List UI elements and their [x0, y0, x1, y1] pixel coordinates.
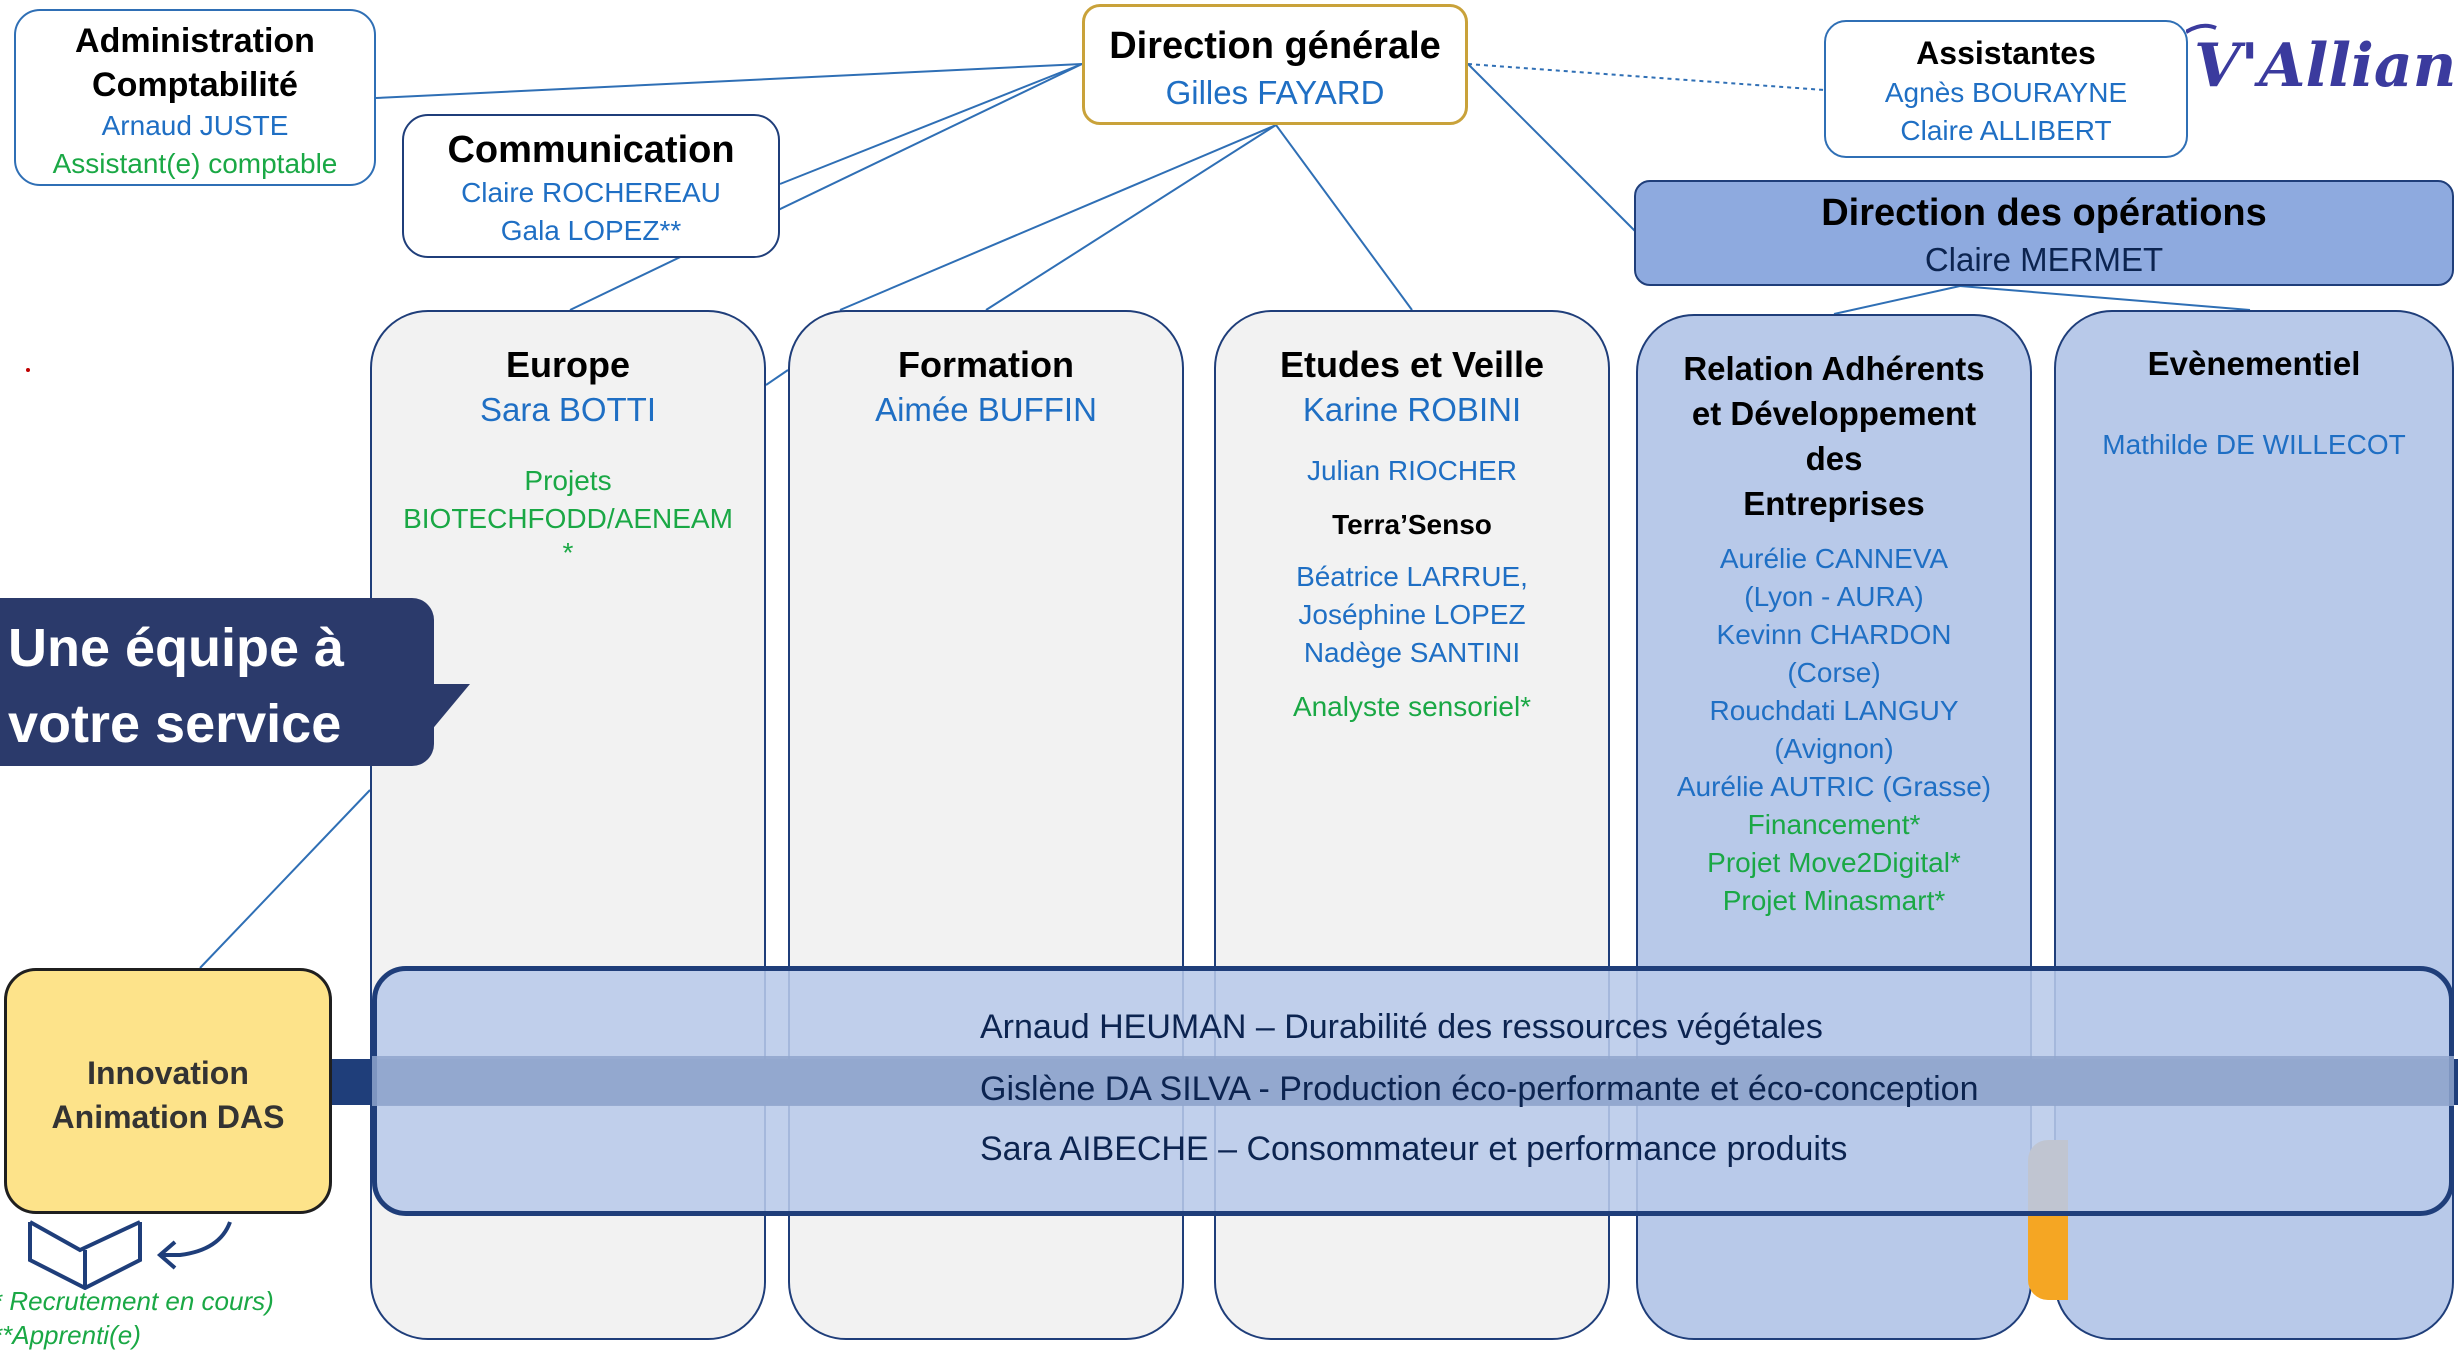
band-line-3: Sara AIBECHE – Consommateur et performan…: [980, 1130, 1848, 1168]
relation-member-3: Kevinn CHARDON: [1716, 619, 1952, 650]
admin-title-1: Administration: [75, 22, 315, 60]
communication-box: Communication Claire ROCHEREAU Gala LOPE…: [402, 114, 780, 258]
direction-generale-box: Direction générale Gilles FAYARD: [1082, 4, 1468, 125]
innovation-box: Innovation Animation DAS: [4, 968, 332, 1214]
legend-line-1: * Recrutement en cours): [0, 1286, 274, 1316]
innovation-line-1: Innovation: [87, 1055, 249, 1091]
relation-title-3: des: [1805, 440, 1863, 477]
link-dops-event: [1959, 285, 2251, 311]
callout-text: Une équipe à votre service: [8, 610, 438, 762]
relation-title-4: Entreprises: [1743, 485, 1925, 522]
formation-lead: Aimée BUFFIN: [875, 391, 1097, 428]
direction-operations-title: Direction des opérations: [1821, 192, 2267, 234]
relation-title-2: et Développement: [1691, 395, 1977, 432]
relation-member-6: (Avignon): [1774, 733, 1894, 764]
admin-box: Administration Comptabilité Arnaud JUSTE…: [14, 9, 376, 186]
das-band-highlight: [372, 1056, 2454, 1106]
link-dg-admin: [375, 63, 1083, 99]
europe-item-1: Projets: [524, 465, 612, 496]
europe-title: Europe: [505, 344, 630, 385]
assistantes-member-2: Claire ALLIBERT: [1900, 115, 2112, 146]
link-innovation: [199, 789, 371, 969]
assistantes-member-1: Agnès BOURAYNE: [1884, 77, 2128, 108]
etudes-sub-member-1: Béatrice LARRUE,: [1296, 561, 1528, 592]
link-dg-dops: [1467, 63, 1637, 233]
relation-member-1: Aurélie CANNEVA: [1719, 543, 1949, 574]
link-dg-formation2: [985, 124, 1277, 311]
direction-operations-head: Claire MERMET: [1924, 241, 2164, 278]
link-europe-formation: [765, 369, 789, 386]
etudes-member-1: Julian RIOCHER: [1306, 455, 1518, 486]
logo-swoosh-icon: V'Alliance: [2184, 23, 2458, 101]
band-line-2: Gislène DA SILVA - Production éco-perfor…: [980, 1070, 1979, 1108]
legend-line-2: **Apprenti(e): [0, 1320, 141, 1350]
red-dot-decoration: [26, 368, 30, 372]
link-dg-comm: [779, 63, 1083, 185]
assistantes-box: Assistantes Agnès BOURAYNE Claire ALLIBE…: [1824, 20, 2188, 158]
direction-operations-box: Direction des opérations Claire MERMET: [1634, 180, 2454, 286]
innovation-line-2: Animation DAS: [51, 1099, 285, 1135]
callout-tail: [410, 684, 470, 756]
link-dg-assist: [1467, 63, 1825, 91]
valliance-logo: V'Alliance: [2184, 22, 2458, 102]
legend: * Recrutement en cours) **Apprenti(e): [0, 1284, 340, 1352]
etudes-recruit: Analyste sensoriel*: [1292, 691, 1532, 722]
etudes-subteam-title: Terra’Senso: [1332, 509, 1492, 540]
relation-recruit-2: Projet Move2Digital*: [1707, 847, 1961, 878]
communication-member-1: Claire ROCHEREAU: [461, 177, 721, 208]
formation-title: Formation: [898, 344, 1074, 385]
package-arrow-icon: [28, 1220, 232, 1290]
relation-member-7: Aurélie AUTRIC (Grasse): [1676, 771, 1992, 802]
direction-generale-head: Gilles FAYARD: [1165, 74, 1385, 111]
callout-line-1: Une équipe à: [8, 618, 345, 678]
direction-generale-title: Direction générale: [1109, 25, 1441, 67]
band-line-1: Arnaud HEUMAN – Durabilité des ressource…: [980, 1008, 1823, 1046]
admin-member-2: Assistant(e) comptable: [52, 148, 338, 179]
etudes-title: Etudes et Veille: [1279, 344, 1545, 385]
callout-line-2: votre service: [8, 694, 342, 754]
link-dg-europe: [569, 63, 1083, 311]
relation-member-4: (Corse): [1787, 657, 1881, 688]
etudes-lead: Karine ROBINI: [1302, 391, 1522, 428]
europe-lead: Sara BOTTI: [479, 391, 657, 428]
relation-member-2: (Lyon - AURA): [1744, 581, 1924, 612]
etudes-sub-member-2: Joséphine LOPEZ: [1298, 599, 1526, 630]
relation-title-1: Relation Adhérents: [1683, 350, 1985, 387]
logo-text: V'Alliance: [2194, 31, 2458, 101]
relation-recruit-1: Financement*: [1747, 809, 1921, 840]
evenementiel-title: Evènementiel: [2147, 345, 2361, 382]
assistantes-title: Assistantes: [1916, 35, 2096, 71]
communication-title: Communication: [447, 129, 735, 171]
evenementiel-lead: Mathilde DE WILLECOT: [2102, 429, 2406, 460]
link-dg-formation: [839, 124, 1277, 311]
etudes-sub-member-3: Nadège SANTINI: [1303, 637, 1521, 668]
admin-title-2: Comptabilité: [92, 66, 298, 104]
link-dg-etudes: [1275, 124, 1413, 311]
admin-member-1: Arnaud JUSTE: [101, 110, 289, 141]
link-dops-relation: [1833, 285, 1961, 315]
relation-recruit-3: Projet Minasmart*: [1722, 885, 1946, 916]
communication-member-2: Gala LOPEZ**: [500, 215, 682, 246]
callout-banner: [0, 598, 434, 766]
europe-item-2: BIOTECHFODD/AENEAM: [403, 503, 733, 534]
europe-item-3: *: [562, 537, 574, 568]
relation-member-5: Rouchdati LANGUY: [1709, 695, 1959, 726]
